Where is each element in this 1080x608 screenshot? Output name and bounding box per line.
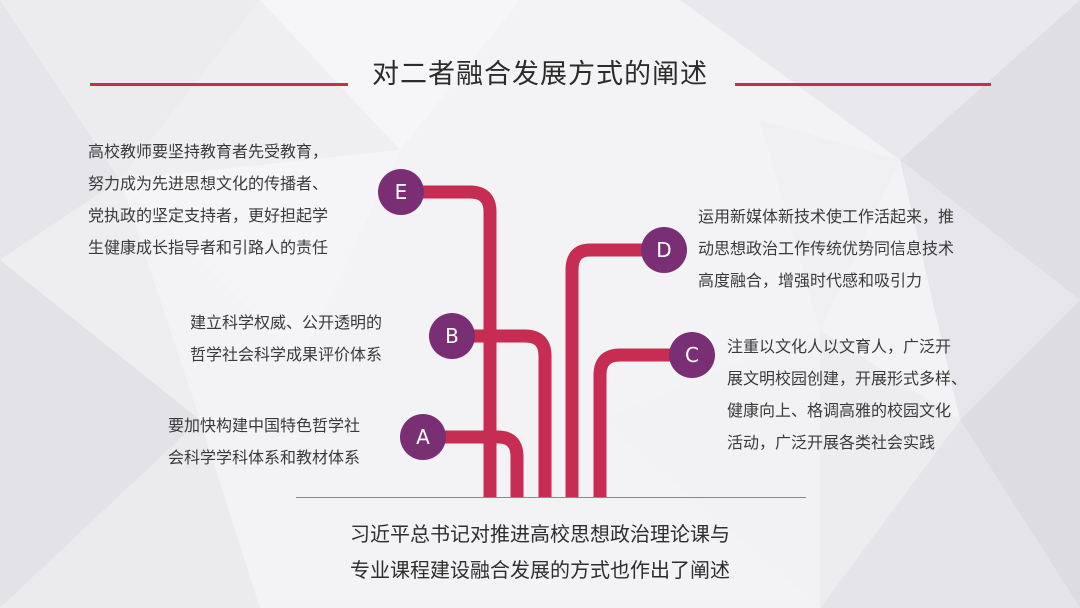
branch-a (423, 430, 524, 498)
branch-d (565, 243, 664, 498)
item-a-circle: A (400, 414, 446, 460)
branch-b (452, 329, 552, 498)
item-d-text: 运用新媒体新技术使工作活起来，推 动思想政治工作传统优势同信息技术 高度融合，增… (698, 207, 955, 290)
item-e-circle: E (378, 169, 424, 215)
item-e-text: 高校教师要坚持教育者先受教育， 努力成为先进思想文化的传播者、 党执政的坚定支持… (88, 142, 329, 257)
item-b-text: 建立科学权威、公开透明的 哲学社会科学成果评价体系 (190, 313, 383, 364)
item-c-text: 注重以文化人以文育人，广泛开 展文明校园创建，开展形式多样、 健康向上、格调高雅… (727, 337, 968, 452)
item-d-circle: D (641, 227, 687, 273)
item-b-circle: B (429, 313, 475, 359)
title-line-left (90, 83, 348, 86)
item-c-circle: C (669, 332, 715, 378)
caption: 习近平总书记对推进高校思想政治理论课与 专业课程建设融合发展的方式也作出了阐述 (350, 522, 730, 582)
title-line-right (735, 83, 991, 86)
branch-c (593, 348, 692, 498)
branch-e (400, 185, 497, 498)
base-line (296, 497, 806, 498)
page-title: 对二者融合发展方式的阐述 (372, 59, 708, 90)
item-a-text: 要加快构建中国特色哲学社 会科学学科体系和教材体系 (168, 416, 361, 467)
